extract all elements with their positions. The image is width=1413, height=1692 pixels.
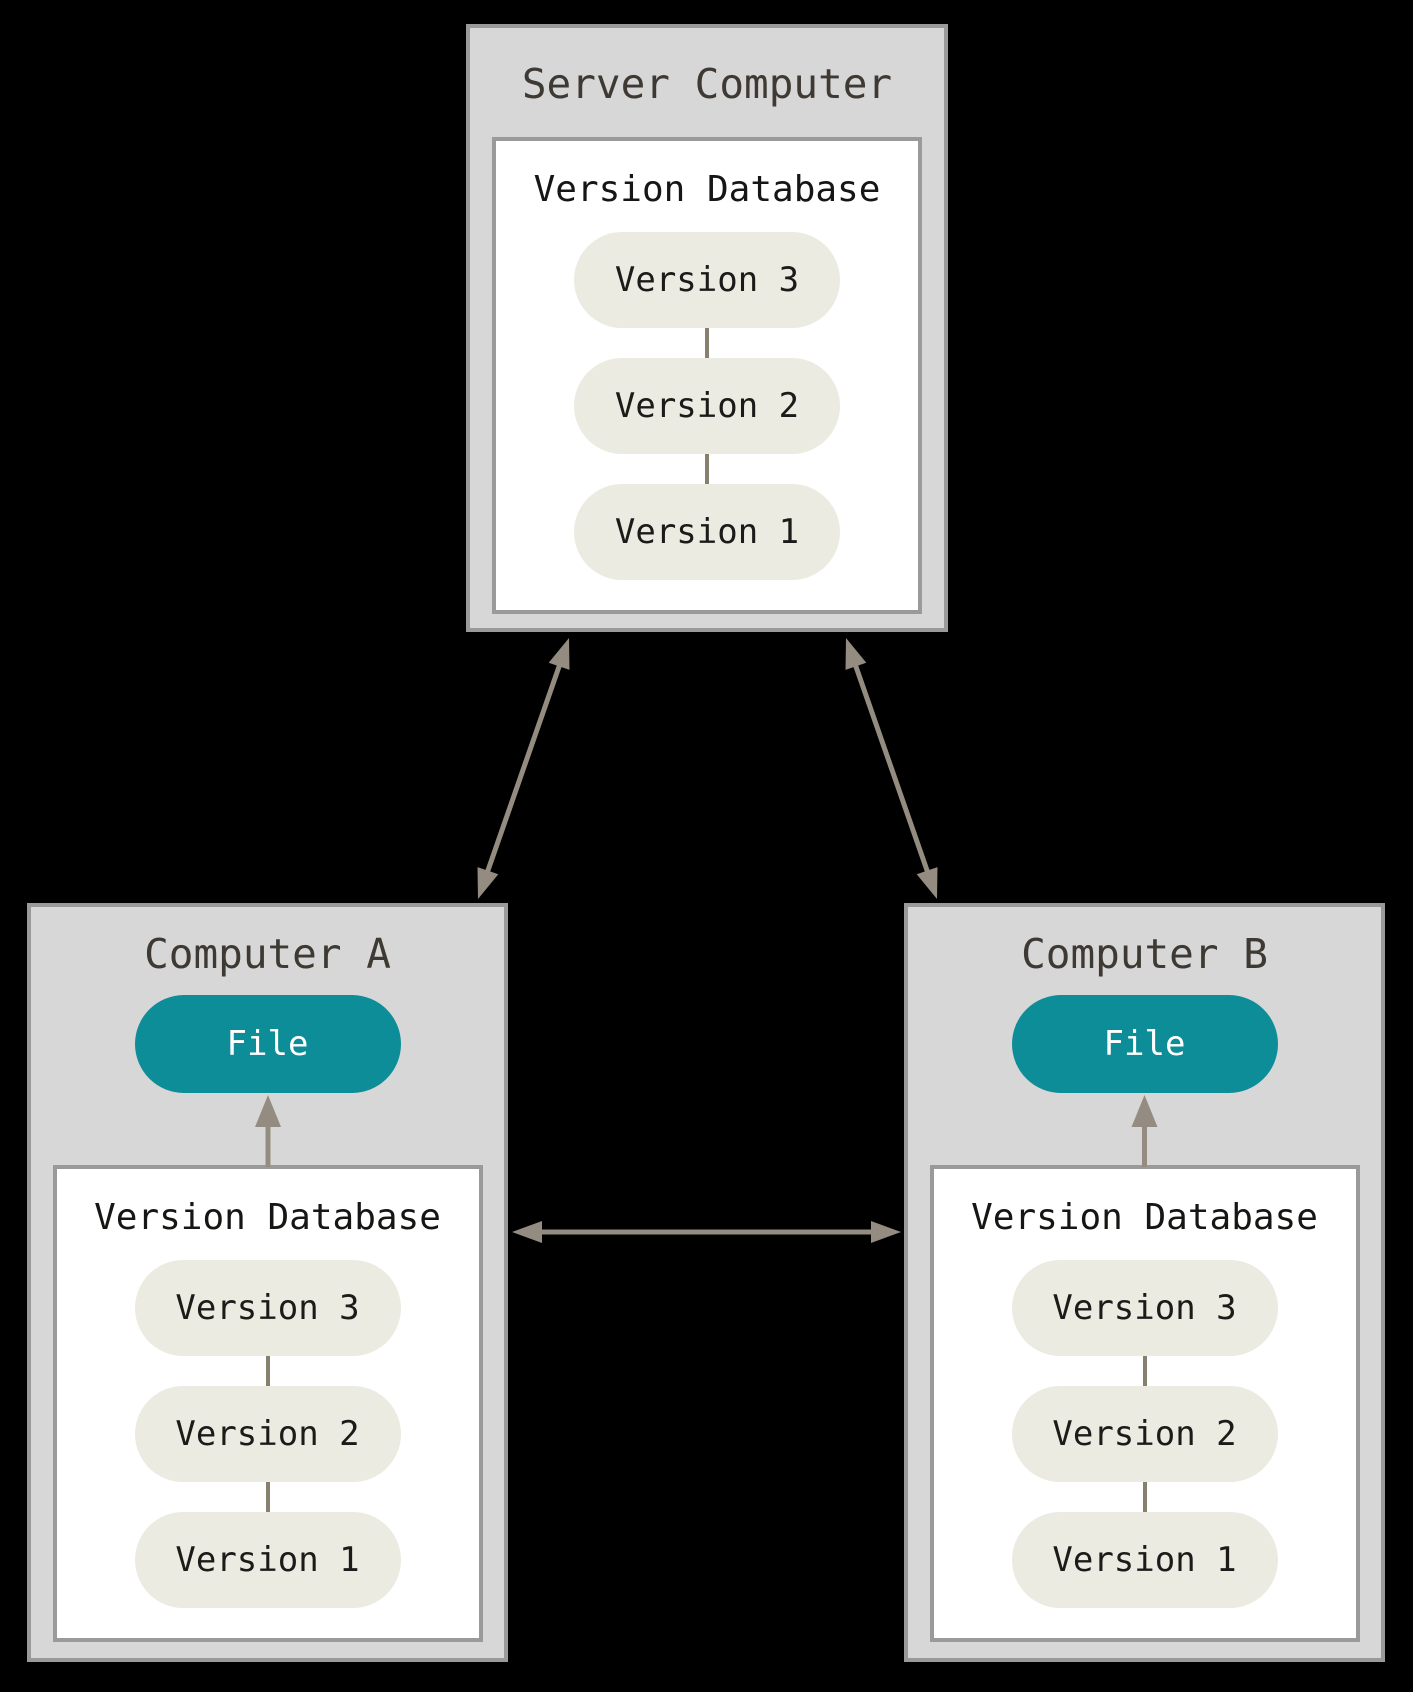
computer-a-version-2-pill: Version 2 xyxy=(134,1386,401,1482)
server-computer-a-link-arrow xyxy=(477,638,570,899)
computer-b-version-database-title: Version Database xyxy=(971,1197,1318,1238)
computer-a-version-database-box: Version Database Version 3 Version 2 Ver… xyxy=(52,1165,483,1642)
computer-b-version-2-pill: Version 2 xyxy=(1011,1386,1278,1482)
server-version-3-pill: Version 3 xyxy=(574,232,840,328)
version-connector xyxy=(1142,1356,1147,1386)
version-connector xyxy=(1142,1482,1147,1512)
computer-a-version-stack: Version 3 Version 2 Version 1 xyxy=(57,1260,479,1608)
computer-a-version-3-pill: Version 3 xyxy=(134,1260,401,1356)
version-connector xyxy=(265,1482,270,1512)
version-connector xyxy=(705,328,709,358)
computer-b-version-1-pill: Version 1 xyxy=(1011,1512,1278,1608)
server-version-2-pill: Version 2 xyxy=(574,358,840,454)
computer-b-file-pill: File xyxy=(1011,995,1278,1093)
server-computer-box: Server Computer Version Database Version… xyxy=(466,24,948,632)
computer-a-file-pill: File xyxy=(134,995,401,1093)
server-computer-title: Server Computer xyxy=(521,60,893,108)
computer-a-box: Computer A File Version Database Version… xyxy=(27,903,508,1662)
version-connector xyxy=(265,1356,270,1386)
computer-b-version-database-box: Version Database Version 3 Version 2 Ver… xyxy=(929,1165,1360,1642)
computer-b-version-3-pill: Version 3 xyxy=(1011,1260,1278,1356)
server-version-stack: Version 3 Version 2 Version 1 xyxy=(496,232,918,580)
computer-b-title: Computer B xyxy=(1021,930,1268,978)
version-connector xyxy=(705,454,709,484)
computer-a-version-1-pill: Version 1 xyxy=(134,1512,401,1608)
computer-b-version-stack: Version 3 Version 2 Version 1 xyxy=(934,1260,1356,1608)
server-version-1-pill: Version 1 xyxy=(574,484,840,580)
server-version-database-box: Version Database Version 3 Version 2 Ver… xyxy=(492,137,922,614)
server-version-database-title: Version Database xyxy=(533,169,881,210)
server-computer-b-link-arrow xyxy=(845,638,938,899)
computer-a-version-database-title: Version Database xyxy=(94,1197,441,1238)
computer-a-computer-b-link-arrow xyxy=(512,1221,901,1243)
computer-b-box: Computer B File Version Database Version… xyxy=(904,903,1385,1662)
computer-a-title: Computer A xyxy=(144,930,391,978)
